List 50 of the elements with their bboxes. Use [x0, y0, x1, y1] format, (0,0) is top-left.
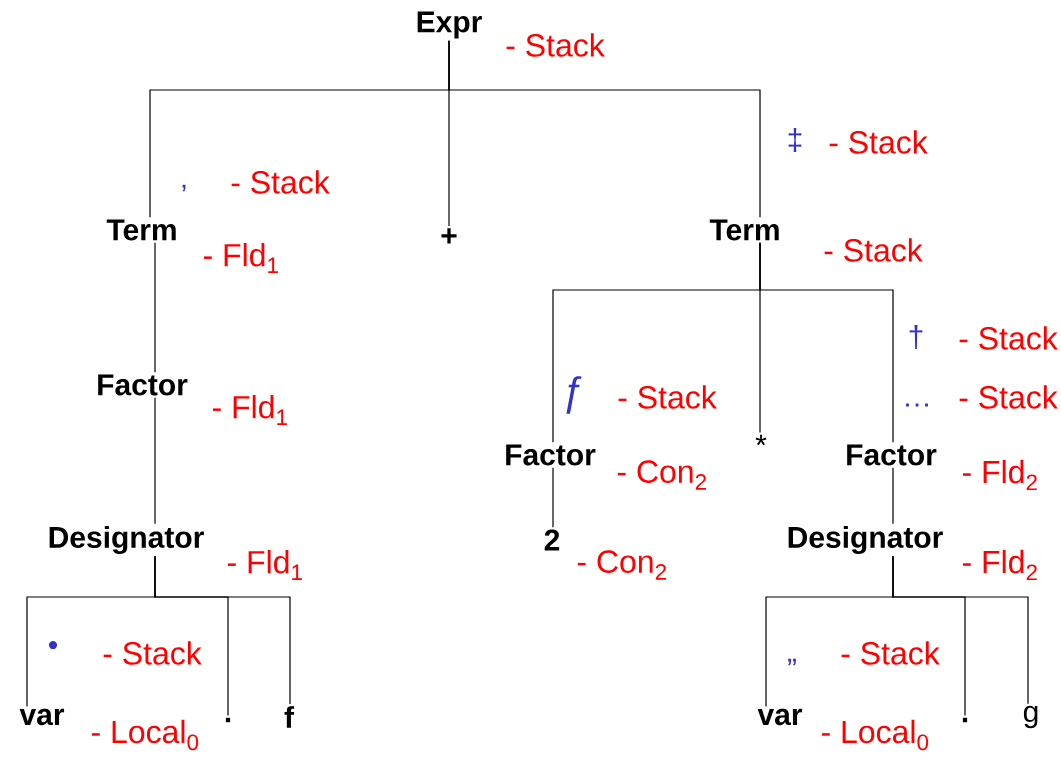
tree-branch	[892, 555, 1029, 705]
tree-branch	[154, 242, 156, 373]
tree-node-label: *	[755, 434, 767, 446]
tree-node-label: Designator	[49, 525, 204, 555]
tree-node-label: Term	[709, 219, 779, 241]
annotation-text: - Fld$_{1}$	[203, 243, 278, 273]
annotation-text: - Stack	[959, 326, 1058, 350]
annotation-text: - Fld$_{2}$	[962, 549, 1037, 581]
annotation-text: - Stack	[829, 130, 928, 154]
annotation-text: - Local$_{0}$	[91, 719, 199, 751]
annotation-text: - Stack	[231, 170, 330, 194]
symbol-mark: ƒ	[566, 376, 582, 414]
annotation-text: - Stack	[103, 641, 202, 665]
tree-node-label: Factor	[506, 444, 596, 466]
annotation-text: - Con$_{2}$	[577, 550, 666, 580]
tree-branch	[892, 467, 894, 525]
annotation-text: - Fld$_{1}$	[212, 395, 287, 425]
annotation-text: - Stack	[506, 33, 605, 57]
annotation-text: - Fld$_{2}$	[962, 459, 1037, 491]
symbol-mark: „	[788, 658, 796, 666]
tree-node-label: Designator	[788, 525, 943, 555]
tree-node-label: +	[441, 228, 457, 244]
tree-node-label: var	[19, 708, 65, 726]
symbol-mark: ‚	[182, 184, 186, 192]
tree-node-label: Term	[106, 219, 176, 241]
annotation-text: - Stack	[841, 641, 940, 665]
tree-branch	[552, 467, 554, 528]
annotation-text: - Con$_{2}$	[617, 460, 706, 490]
annotation-text: - Stack	[959, 385, 1058, 409]
tree-branch	[154, 555, 291, 705]
tree-node-label: .	[962, 717, 968, 723]
tree-node-label: 2	[544, 529, 560, 551]
annotation-text: - Fld$_{1}$	[227, 550, 302, 580]
annotation-text: - Stack	[618, 385, 717, 409]
symbol-mark: ‡	[788, 128, 802, 152]
symbol-mark: …	[906, 403, 928, 407]
tree-node-label: var	[757, 708, 803, 726]
annotation-text: - Local$_{0}$	[821, 719, 929, 751]
tree-node-label: Expr	[417, 11, 482, 39]
tree-node-label: f	[284, 706, 295, 728]
tree-node-label: Factor	[98, 374, 188, 396]
tree-branch	[448, 40, 761, 218]
tree-node-label: Factor	[847, 444, 937, 466]
tree-node-label: g	[1023, 705, 1038, 729]
tree-branch	[759, 242, 894, 443]
tree-branch	[154, 397, 156, 525]
symbol-mark: •	[48, 641, 58, 650]
tree-node-label: .	[225, 717, 231, 723]
annotation-text: - Stack	[824, 238, 923, 262]
symbol-mark: †	[909, 325, 923, 349]
